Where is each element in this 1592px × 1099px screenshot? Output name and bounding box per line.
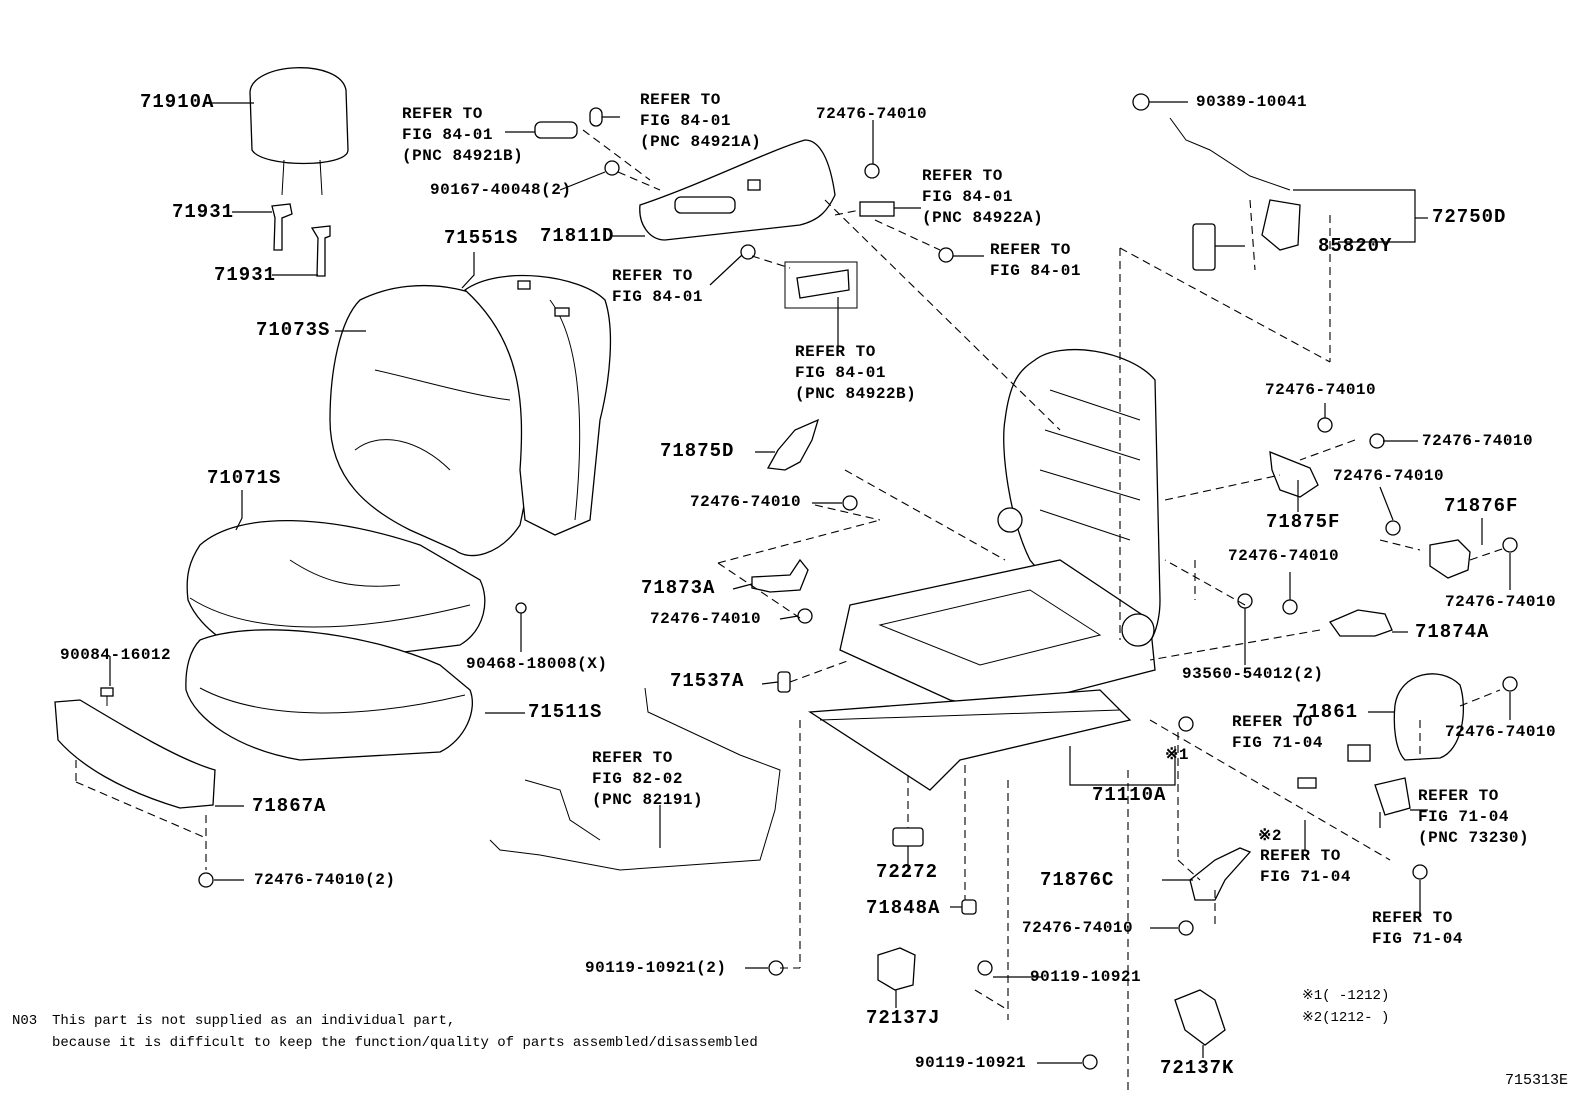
label-71511s: 71511S (528, 701, 603, 723)
label-71867a: 71867A (252, 795, 327, 817)
cover-71876c-drawing (1189, 847, 1252, 901)
label-72272: 72272 (876, 861, 939, 883)
screw-top-drawing (604, 160, 954, 263)
label-72137k: 72137K (1160, 1057, 1235, 1079)
label-72476-74010-r1: 72476-74010 (1265, 381, 1377, 399)
label-71910a: 71910A (140, 91, 215, 113)
label-72476-74010-r3: 72476-74010 (1333, 467, 1445, 485)
label-71811d: 71811D (540, 225, 615, 247)
lever-71874a-drawing (1329, 609, 1393, 637)
label-72750d: 72750D (1432, 206, 1507, 228)
label-71861: 71861 (1296, 701, 1359, 723)
label-71073s: 71073S (256, 319, 331, 341)
marker-2: ※2 (1258, 827, 1283, 845)
label-71551s: 71551S (444, 227, 519, 249)
label-72137j: 72137J (866, 1007, 941, 1029)
cover-71861-drawing (1393, 673, 1465, 761)
label-72476-74010-m1: 72476-74010 (690, 493, 802, 511)
label-90119-10921-2: 90119-10921(2) (585, 959, 727, 977)
marker-1: ※1 (1165, 746, 1190, 764)
figure-id: 715313E (1505, 1072, 1569, 1089)
bracket-84922b-drawing (784, 261, 858, 309)
label-71848a: 71848A (866, 897, 941, 919)
label-90119-10921-b: 90119-10921 (915, 1054, 1027, 1072)
label-90119-10921-a: 90119-10921 (1030, 968, 1142, 986)
label-71071s: 71071S (207, 467, 282, 489)
label-72476-74010-r5: 72476-74010 (1445, 593, 1557, 611)
footnote-line-1: This part is not supplied as an individu… (52, 1013, 456, 1029)
wire-harness-drawing (489, 687, 781, 871)
side-cover-drawing (54, 699, 216, 809)
legend-marker-1: ※1( -1212) (1302, 988, 1390, 1004)
label-71876f: 71876F (1444, 495, 1519, 517)
label-72476-74010-top: 72476-74010 (816, 105, 928, 123)
label-90389-10041: 90389-10041 (1196, 93, 1308, 111)
label-71110a: 71110A (1092, 784, 1167, 806)
cover-71875d-drawing (766, 418, 820, 471)
label-71931-a: 71931 (172, 201, 235, 223)
footnote-line-2: because it is difficult to keep the func… (52, 1035, 758, 1051)
label-90084-16012: 90084-16012 (60, 646, 172, 664)
seat-back-pad-drawing (463, 274, 612, 536)
seat-frame-drawing (808, 348, 1161, 791)
legend-marker-2: ※2(1212- ) (1302, 1010, 1390, 1026)
switch-cap-drawing (589, 107, 603, 127)
clip-72272-drawing (892, 827, 924, 847)
label-90167-40048: 90167-40048(2) (430, 181, 572, 199)
label-85820y: 85820Y (1318, 235, 1393, 257)
cap-71537a-drawing (777, 671, 791, 693)
seat-cushion-pad-drawing (185, 629, 473, 761)
cover-71875f-drawing (1269, 450, 1319, 498)
assembly-lines (75, 129, 1506, 1090)
cover-72137j-drawing (877, 947, 916, 991)
label-71874a: 71874A (1415, 621, 1490, 643)
label-71873a: 71873A (641, 577, 716, 599)
side-shield-drawing (639, 139, 836, 241)
label-71875f: 71875F (1266, 511, 1341, 533)
label-71931-b: 71931 (214, 264, 277, 286)
headrest-drawing (249, 67, 349, 196)
label-71876c: 71876C (1040, 869, 1115, 891)
label-72476-74010-r4: 72476-74010 (1228, 547, 1340, 565)
headrest-support-drawing (271, 203, 331, 277)
cover-71876f-drawing (1429, 539, 1471, 579)
label-72476-74010-m2: 72476-74010 (650, 610, 762, 628)
screw-90084-drawing (100, 687, 114, 706)
label-71875d: 71875D (660, 440, 735, 462)
switch-84922a-drawing (859, 201, 895, 217)
label-72476-74010-r6: 72476-74010 (1445, 723, 1557, 741)
switch-knob-drawing (534, 121, 578, 139)
label-72476-74010-b: 72476-74010 (1022, 919, 1134, 937)
cap-71848a-drawing (961, 899, 977, 915)
screws-misc-drawing (198, 417, 1518, 1070)
recliner-cable-drawing (1132, 93, 1301, 271)
leader-lines (109, 101, 1511, 1064)
label-72476-74010-2: 72476-74010(2) (254, 871, 396, 889)
lever-71873a-drawing (751, 558, 809, 593)
label-93560-54012: 93560-54012(2) (1182, 665, 1324, 683)
label-90468-18008: 90468-18008(X) (466, 655, 608, 673)
footnote-code: N03 (12, 1013, 38, 1029)
label-72476-74010-r2: 72476-74010 (1422, 432, 1534, 450)
seat-cushion-cover-drawing (186, 519, 486, 666)
clip-90468-drawing (515, 602, 527, 614)
seat-belt-buckle-drawing (1297, 744, 1428, 880)
cover-72137k-drawing (1174, 989, 1226, 1046)
label-71537a: 71537A (670, 670, 745, 692)
